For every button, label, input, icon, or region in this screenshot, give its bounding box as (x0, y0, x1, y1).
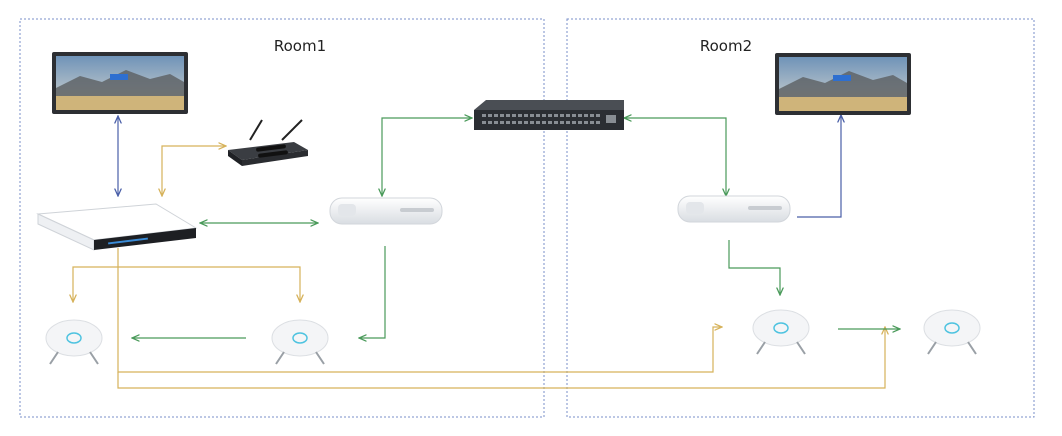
speakerbar-icon (329, 197, 443, 225)
conference-host-icon (36, 203, 198, 251)
ceiling-mic-pod-icon (45, 319, 103, 365)
display-icon (52, 52, 188, 114)
wireless-microphone-receiver-icon (228, 119, 308, 166)
link-switch-speakerbar2 (624, 118, 726, 196)
link-host-mic-pod-room2-left (117, 248, 722, 373)
speakerbar-icon (677, 195, 791, 223)
link-host-wireless-mic (162, 146, 226, 196)
link-speakerbar1-mic-pod-right (359, 246, 386, 338)
link-speakerbar1-switch (382, 118, 472, 196)
room2-frame (566, 18, 1035, 418)
network-switch-icon (474, 100, 624, 130)
link-speakerbar2-display2 (797, 115, 841, 218)
link-host-mic-pod-room2-right (117, 327, 885, 389)
link-host-mic-pods-room1 (73, 266, 300, 302)
ceiling-mic-pod-icon (271, 319, 329, 365)
room2-label: Room2 (700, 37, 752, 55)
room1-frame (19, 18, 545, 418)
link-speakerbar2-mic-pod-room2 (728, 240, 780, 295)
ceiling-mic-pod-icon (923, 309, 981, 355)
display-icon (775, 53, 911, 115)
ceiling-mic-pod-icon (752, 309, 810, 355)
room1-label: Room1 (274, 37, 326, 55)
